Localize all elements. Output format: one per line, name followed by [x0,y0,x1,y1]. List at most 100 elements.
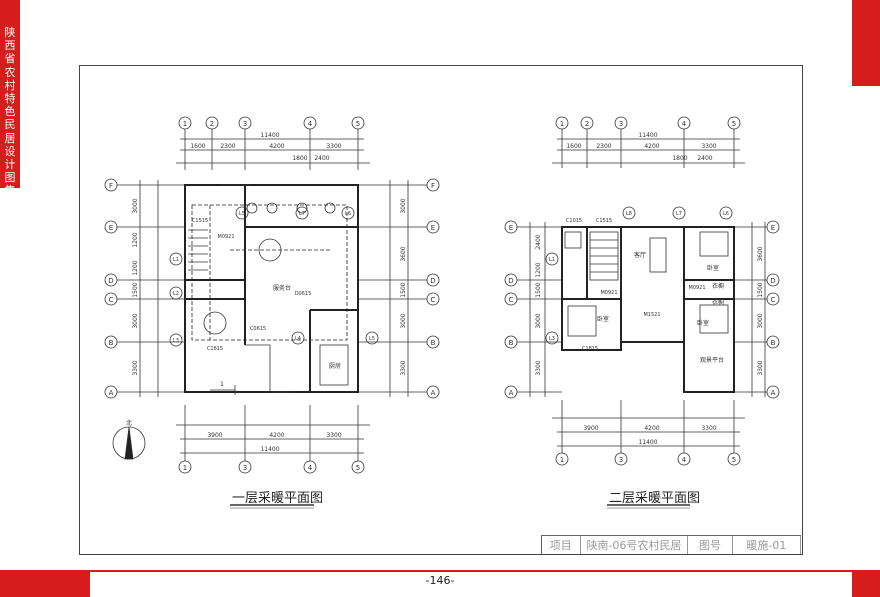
svg-text:5: 5 [356,120,360,128]
corner-bottom-left [0,570,90,597]
svg-text:3300: 3300 [757,360,764,375]
svg-text:3000: 3000 [757,313,764,328]
plan2-room-bed3: 卧室 [597,315,609,323]
svg-text:3900: 3900 [583,425,598,432]
svg-text:3000: 3000 [535,313,542,328]
svg-text:2: 2 [210,120,214,128]
svg-text:L5: L5 [369,336,375,342]
svg-text:3: 3 [619,456,623,464]
svg-text:1800: 1800 [292,155,307,162]
corner-bottom-right [852,570,880,597]
plan2-total-dim-bottom: 11400 [638,439,657,446]
plan1-axis-side [104,178,440,399]
corner-top-right [852,0,880,86]
svg-text:1500: 1500 [535,282,542,297]
plan1-room-kitchen: 厨房 [329,362,341,370]
svg-text:A: A [771,389,776,397]
plan1-total-dim-top: 11400 [260,132,279,139]
svg-text:C: C [431,296,436,304]
plan2-radiator-markers [545,206,733,345]
svg-text:4200: 4200 [269,143,284,150]
svg-text:B: B [431,339,436,347]
svg-text:1500: 1500 [132,282,139,297]
north-label: 北 [126,419,132,427]
plan2-axis-bottom [552,400,745,466]
svg-text:3300: 3300 [326,143,341,150]
plan1-tables [203,202,336,335]
north-arrow-icon [112,426,146,460]
svg-text:C: C [509,296,514,304]
svg-text:1200: 1200 [132,260,139,275]
svg-text:E: E [771,224,775,232]
svg-text:B: B [509,339,514,347]
side-banner: 陕西省农村特色民居设计图集 [0,0,20,197]
svg-text:D: D [508,277,513,285]
title-underlines [230,504,690,509]
svg-text:4: 4 [682,120,687,128]
title-block-drawing-no-label: 图号 [688,536,733,554]
svg-text:5: 5 [732,120,736,128]
svg-text:4: 4 [308,120,313,128]
svg-text:M0921: M0921 [600,290,617,296]
plan2-room-terrace: 观景平台 [700,356,724,364]
svg-text:1200: 1200 [132,232,139,247]
title-block-project-label: 项目 [542,536,581,554]
svg-text:4200: 4200 [269,432,284,439]
svg-text:L7: L7 [299,211,305,217]
svg-text:3000: 3000 [400,198,407,213]
svg-text:4200: 4200 [644,143,659,150]
svg-text:D: D [430,277,435,285]
plan1-walls [184,184,359,393]
plan1-drawing [104,116,440,474]
svg-text:5: 5 [356,464,360,472]
svg-text:4: 4 [308,464,313,472]
plan2-room-bed2: 卧室 [697,319,709,327]
svg-text:M0921: M0921 [688,285,705,291]
svg-text:3300: 3300 [535,360,542,375]
side-banner-text: 陕西省农村特色民居设计图集 [4,26,16,198]
svg-text:E: E [431,224,435,232]
svg-text:B: B [771,339,776,347]
plan1-total-dim-bottom: 11400 [260,446,279,453]
plan1-title: 一层采暖平面图 [232,491,324,506]
svg-text:L1: L1 [549,257,555,263]
plan2-drawing [504,116,780,466]
svg-text:L7: L7 [676,211,682,217]
plan2-axis-side [504,220,780,399]
svg-text:3300: 3300 [701,425,716,432]
svg-text:1600: 1600 [566,143,581,150]
svg-text:3300: 3300 [701,143,716,150]
plan2-total-dim-top: 11400 [638,132,657,139]
svg-text:5: 5 [732,456,736,464]
svg-text:C1015: C1015 [566,218,582,224]
svg-text:C0615: C0615 [250,326,266,332]
svg-text:L6: L6 [723,211,729,217]
plan1-heating-pipes [191,204,348,341]
plan2-room-living: 客厅 [634,251,646,259]
svg-text:F: F [109,182,113,190]
title-block-project: 陕南-06号农村民居 [581,536,689,554]
svg-text:1: 1 [183,120,187,128]
plan2-stairs [589,231,619,281]
svg-text:C1815: C1815 [582,346,598,352]
svg-text:1200: 1200 [535,262,542,277]
title-block-drawing-no: 暖施-01 [733,536,801,554]
svg-text:D: D [108,277,113,285]
svg-text:3900: 3900 [207,432,222,439]
svg-text:3300: 3300 [326,432,341,439]
plan2-walls [561,226,735,393]
svg-text:L3: L3 [173,338,179,344]
plan2-beds [564,231,729,337]
page-number: -146- [425,574,455,587]
svg-text:C1815: C1815 [207,346,223,352]
svg-text:L5: L5 [239,211,245,217]
svg-text:3600: 3600 [400,246,407,261]
svg-text:M1521: M1521 [643,312,660,318]
svg-text:L3: L3 [549,336,555,342]
svg-text:3000: 3000 [132,313,139,328]
svg-text:1600: 1600 [190,143,205,150]
svg-text:D: D [770,277,775,285]
svg-text:B: B [109,339,114,347]
svg-text:C: C [109,296,114,304]
